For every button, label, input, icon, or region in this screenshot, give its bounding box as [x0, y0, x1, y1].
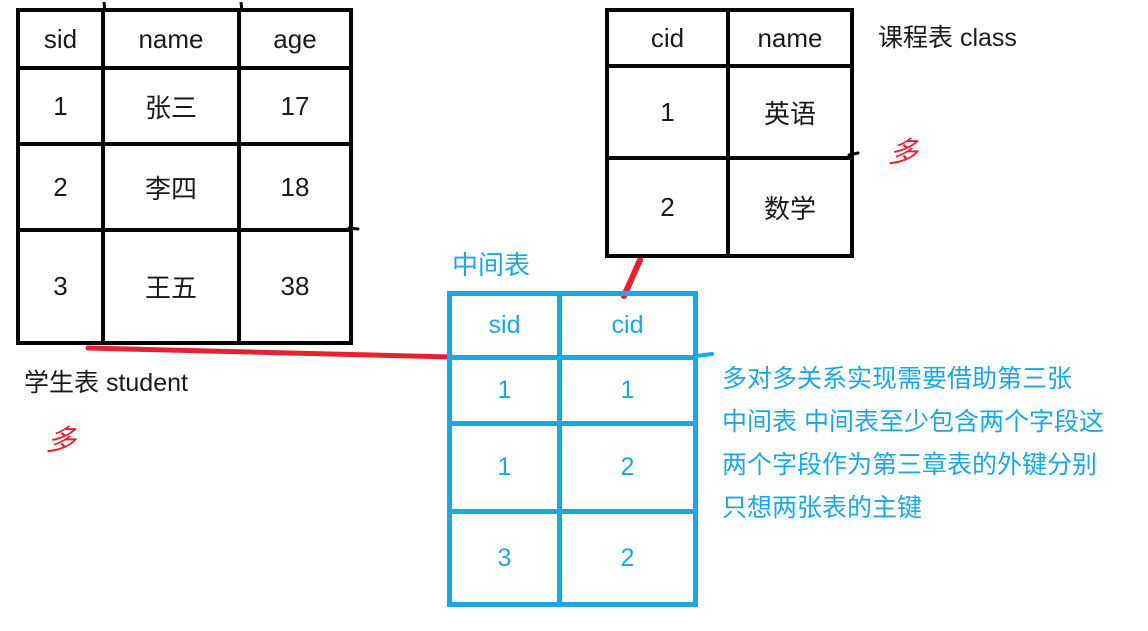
- class-header-name: name: [726, 8, 854, 68]
- student-junction-connector-line: [85, 345, 455, 360]
- note-text: 多对多关系实现需要借助第三张 中间表 中间表至少包含两个字段这 两个字段作为第三…: [722, 358, 1104, 530]
- table-row: 1 1: [447, 355, 698, 426]
- table-row: 2 李四 18: [16, 142, 353, 232]
- table-row: 2 数学: [605, 156, 854, 258]
- student-multiplicity-label: 多: [44, 425, 78, 457]
- junction-header-sid: sid: [447, 291, 562, 360]
- table-row: 1 张三 17: [16, 66, 353, 146]
- student-cell-sid: 3: [16, 228, 105, 345]
- junction-cell-cid: 2: [557, 509, 698, 607]
- table-row: 3 2: [447, 509, 698, 607]
- student-cell-age: 38: [237, 228, 353, 345]
- student-table-title: 学生表 student: [24, 369, 188, 397]
- class-cell-name: 英语: [726, 64, 854, 160]
- student-cell-age: 17: [237, 66, 353, 146]
- class-cell-cid: 1: [605, 64, 730, 160]
- junction-header-row: sid cid: [447, 291, 698, 360]
- student-header-sid: sid: [16, 8, 105, 70]
- student-cell-name: 李四: [101, 142, 241, 232]
- class-multiplicity-label: 多: [886, 137, 920, 169]
- junction-cell-sid: 3: [447, 509, 562, 607]
- class-table: cid name 1 英语 2 数学: [605, 8, 854, 258]
- junction-table-title: 中间表: [452, 250, 531, 280]
- note-line: 只想两张表的主键: [722, 494, 923, 522]
- note-line: 两个字段作为第三章表的外键分别: [722, 451, 1098, 479]
- table-row: 1 英语: [605, 64, 854, 160]
- class-cell-cid: 2: [605, 156, 730, 258]
- junction-cell-sid: 1: [447, 355, 562, 426]
- student-header-row: sid name age: [16, 8, 353, 70]
- student-cell-age: 18: [237, 142, 353, 232]
- table-row: 1 2: [447, 421, 698, 514]
- student-cell-sid: 1: [16, 66, 105, 146]
- student-header-name: name: [101, 8, 241, 70]
- student-cell-name: 王五: [101, 228, 241, 345]
- class-header-row: cid name: [605, 8, 854, 68]
- junction-header-cid: cid: [557, 291, 698, 360]
- junction-table: sid cid 1 1 1 2 3 2: [447, 291, 698, 607]
- table-row: 3 王五 38: [16, 228, 353, 345]
- class-table-title: 课程表 class: [878, 24, 1017, 52]
- class-cell-name: 数学: [726, 156, 854, 258]
- class-header-cid: cid: [605, 8, 730, 68]
- student-table: sid name age 1 张三 17 2 李四 18 3 王五 38: [16, 8, 353, 345]
- note-line: 中间表 中间表至少包含两个字段这: [722, 408, 1104, 436]
- stray-tick-junction-right: [694, 352, 714, 358]
- note-line: 多对多关系实现需要借助第三张: [722, 365, 1073, 393]
- student-header-age: age: [237, 8, 353, 70]
- junction-cell-cid: 2: [557, 421, 698, 514]
- student-cell-sid: 2: [16, 142, 105, 232]
- student-cell-name: 张三: [101, 66, 241, 146]
- junction-cell-cid: 1: [557, 355, 698, 426]
- junction-cell-sid: 1: [447, 421, 562, 514]
